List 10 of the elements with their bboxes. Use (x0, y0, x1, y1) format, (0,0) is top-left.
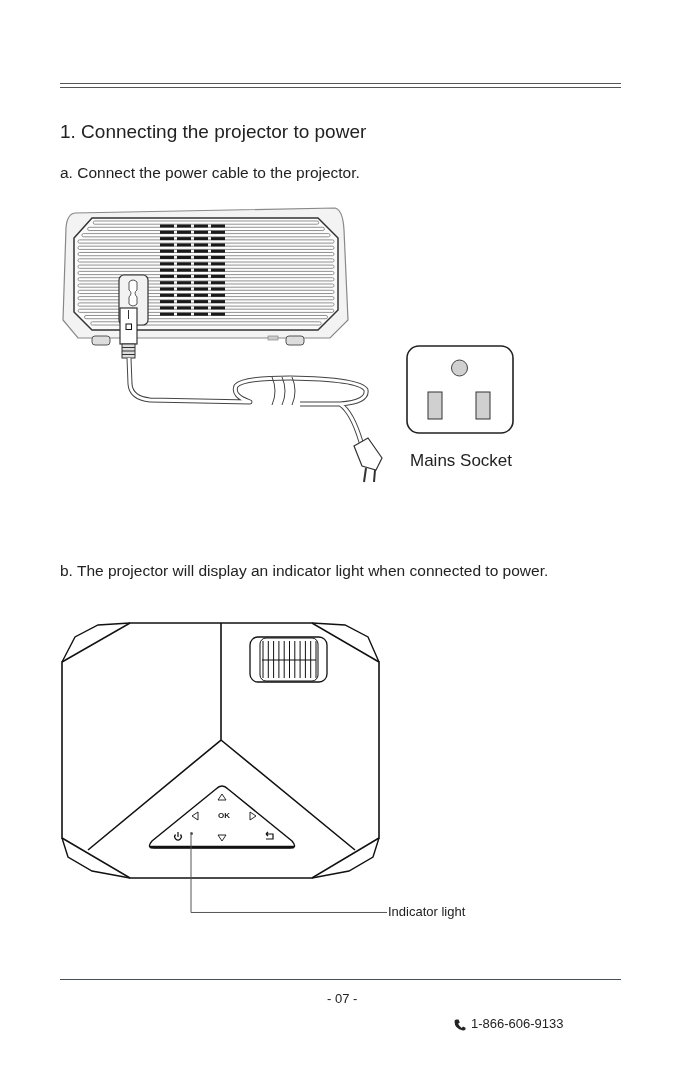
key-label: OK (218, 811, 230, 821)
section-heading: 1. Connecting the projector to power (60, 121, 367, 143)
instruction-text: a. Connect the power cable to the projector. (60, 164, 360, 182)
socket-caption: Mains Socket (410, 451, 513, 471)
callout-label: Indicator light (388, 905, 466, 920)
indicator-light (189, 832, 193, 835)
instruction-text: b. The projector will display an indicator light when connected to power. (60, 562, 549, 580)
page-number: - 07 - (327, 992, 358, 1007)
leader-line (190, 834, 388, 913)
phone-number: 1-866-606-9133 (471, 1017, 564, 1032)
